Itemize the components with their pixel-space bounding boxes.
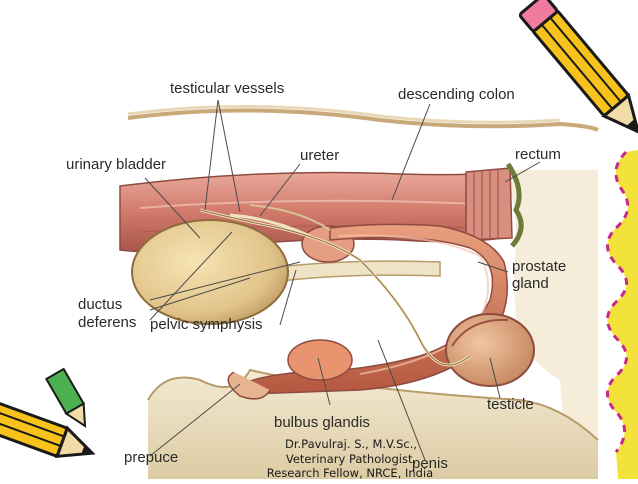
label-prostate: prostate	[512, 258, 566, 275]
label-pelvic-symphysis: pelvic symphysis	[150, 316, 263, 333]
rectum	[466, 164, 521, 246]
label-ureter: ureter	[300, 147, 339, 164]
pencil-icon	[0, 387, 97, 467]
label-deferens: deferens	[78, 314, 136, 331]
label-ductus: ductus	[78, 296, 122, 313]
label-testicular-vessels: testicular vessels	[170, 80, 284, 97]
label-urinary-bladder: urinary bladder	[66, 156, 166, 173]
label-bulbus-glandis: bulbus glandis	[274, 414, 370, 431]
credit-title: Veterinary Pathologist,	[266, 452, 436, 466]
label-testicle: testicle	[487, 396, 534, 413]
testicle	[446, 314, 534, 386]
label-prepuce: prepuce	[124, 449, 178, 466]
bulbus-glandis	[288, 340, 352, 380]
label-descending-colon: descending colon	[398, 86, 515, 103]
credit-affiliation: Research Fellow, NRCE, India	[250, 466, 450, 480]
label-rectum: rectum	[515, 146, 561, 163]
label-gland: gland	[512, 275, 549, 292]
wavy-stripe-decoration	[607, 150, 638, 479]
credit-author: Dr.Pavulraj. S., M.V.Sc.,	[266, 437, 436, 451]
